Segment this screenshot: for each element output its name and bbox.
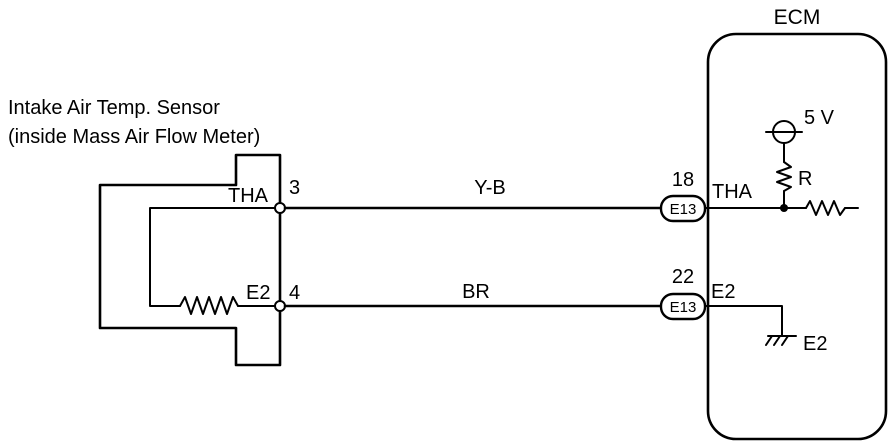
ground-icon-hatch-2 <box>773 335 781 346</box>
connector-e13-e2 <box>659 292 707 321</box>
thermistor-zigzag <box>179 296 239 315</box>
supply-voltage-label: 5 V <box>804 107 835 129</box>
ground-icon-hatch-1 <box>765 335 773 346</box>
terminal-tha-node <box>274 202 286 214</box>
ground-icon-hatch-3 <box>781 335 789 346</box>
connector-pin-18: 18 <box>672 169 694 191</box>
ecm-box <box>706 32 888 441</box>
wire-color-br: BR <box>462 281 490 303</box>
resistor-r-zigzag <box>776 161 792 192</box>
sensor-title-line1: Intake Air Temp. Sensor <box>8 97 220 119</box>
connector-pin-22: 22 <box>672 266 694 288</box>
ecm-terminal-e2: E2 <box>711 281 735 303</box>
sensor-title-line2: (inside Mass Air Flow Meter) <box>8 126 260 148</box>
wire-color-y-b: Y-B <box>474 177 506 199</box>
pin-e2-number: 4 <box>289 282 300 304</box>
connector-id-tha: E13 <box>670 201 697 218</box>
sensor-internal-wire <box>149 207 276 307</box>
sensor-housing-outline <box>98 153 282 367</box>
pin-tha-label: THA <box>228 185 269 207</box>
ground-label: E2 <box>803 333 827 355</box>
ecm-terminal-tha: THA <box>712 181 753 203</box>
ecm-resistor-zigzag <box>805 200 846 216</box>
pin-tha-number: 3 <box>289 177 300 199</box>
pin-e2-label: E2 <box>246 282 270 304</box>
terminal-e2-node <box>274 300 286 312</box>
connector-e13-tha <box>659 194 707 223</box>
connector-id-e2: E13 <box>670 299 697 316</box>
ecm-title: ECM <box>774 6 821 29</box>
resistor-r-label: R <box>798 168 812 190</box>
ecm-e2-wire <box>705 305 783 337</box>
